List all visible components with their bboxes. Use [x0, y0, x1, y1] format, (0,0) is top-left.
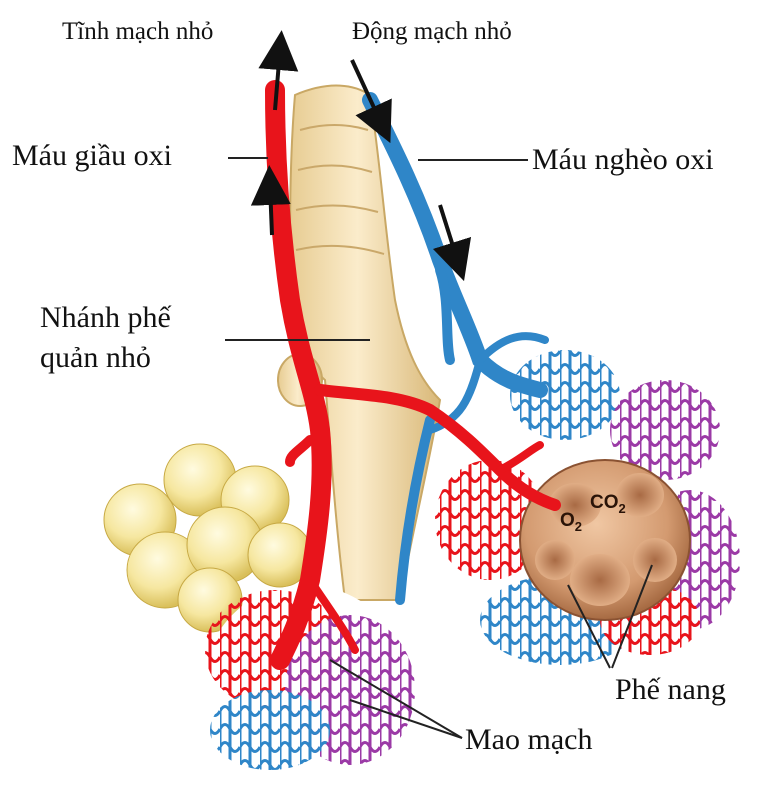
gas-label-oxygen: O2 [560, 510, 582, 534]
label-bronchiole-line2: quản nhỏ [40, 341, 151, 374]
leader-capillaries-2 [349, 699, 463, 739]
alveolus-cutaway [519, 459, 691, 621]
gas-oxygen-symbol: O [560, 510, 575, 531]
leader-capillaries-1 [329, 659, 463, 739]
arteriole-flow-arrow [350, 59, 392, 144]
label-bronchiole-line1: Nhánh phế [40, 301, 171, 334]
gas-label-carbon-dioxide: CO2 [590, 492, 626, 516]
venule-flow-arrow-lower [250, 165, 291, 236]
capillary-network-bottom [205, 585, 415, 775]
label-arteriole: Động mạch nhỏ [352, 18, 512, 45]
venule-flow-arrow [258, 30, 299, 111]
venule-vessel [265, 80, 561, 670]
label-capillaries: Mao mạch [465, 723, 593, 756]
leader-lines [225, 157, 653, 739]
gas-oxygen-subscript: 2 [574, 518, 583, 534]
flow-arrows [250, 30, 472, 282]
gas-carbon-dioxide-subscript: 2 [618, 500, 626, 516]
label-alveoli: Phế nang [615, 673, 726, 706]
label-oxygen-poor-blood: Máu nghèo oxi [532, 143, 714, 176]
arteriole-flow-arrow-lower [432, 204, 472, 282]
label-venule: Tĩnh mạch nhỏ [62, 18, 214, 45]
label-oxygen-rich-blood: Máu giầu oxi [12, 139, 172, 172]
leader-alveoli-1 [567, 584, 611, 669]
alveolar-cluster-left [103, 443, 313, 633]
leader-alveoli-2 [611, 564, 653, 669]
gas-carbon-dioxide-symbol: CO [590, 492, 619, 513]
